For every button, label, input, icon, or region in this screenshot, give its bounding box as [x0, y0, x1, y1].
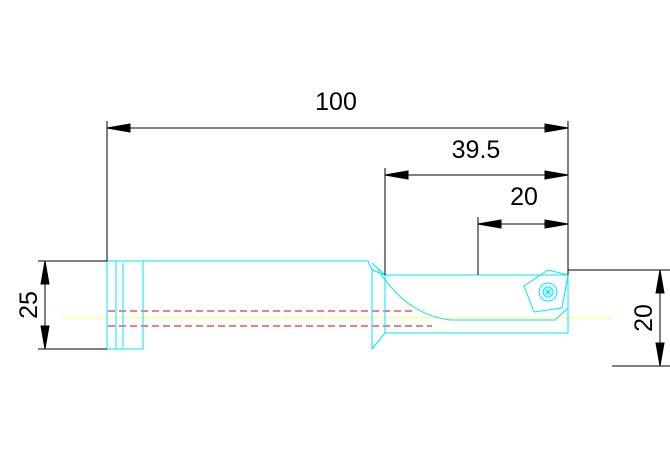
arrowhead [655, 342, 665, 367]
arrowhead [477, 219, 502, 229]
dim-head-length [384, 168, 569, 275]
insert-screw-inner [542, 286, 554, 298]
tool-outline [106, 260, 569, 350]
arrowhead [40, 325, 50, 350]
dim-insert-offset [477, 217, 569, 275]
dim-shank-diameter [38, 260, 107, 350]
arrowhead [544, 219, 569, 229]
arrowhead [544, 170, 569, 180]
arrowhead [40, 260, 50, 285]
arrowhead [655, 269, 665, 294]
dim-head-length-text: 39.5 [452, 136, 501, 164]
arrowhead [106, 123, 131, 133]
insert-screw-star [544, 288, 552, 296]
insert-screw [538, 282, 558, 302]
insert-seat [523, 269, 569, 313]
dim-overall-length-text: 100 [315, 88, 357, 116]
shank-end [106, 260, 143, 350]
dim-insert-offset-text: 20 [510, 183, 538, 211]
arrowhead [544, 123, 569, 133]
shank-body [143, 260, 373, 349]
head-body [385, 274, 569, 334]
dim-shank-diameter-text: 25 [15, 291, 43, 319]
chip-flute [377, 269, 569, 321]
dim-head-height [568, 269, 670, 367]
dim-overall-length [106, 121, 569, 275]
dim-head-height-text: 20 [630, 304, 658, 332]
arrowhead [384, 170, 409, 180]
flange [371, 262, 386, 350]
